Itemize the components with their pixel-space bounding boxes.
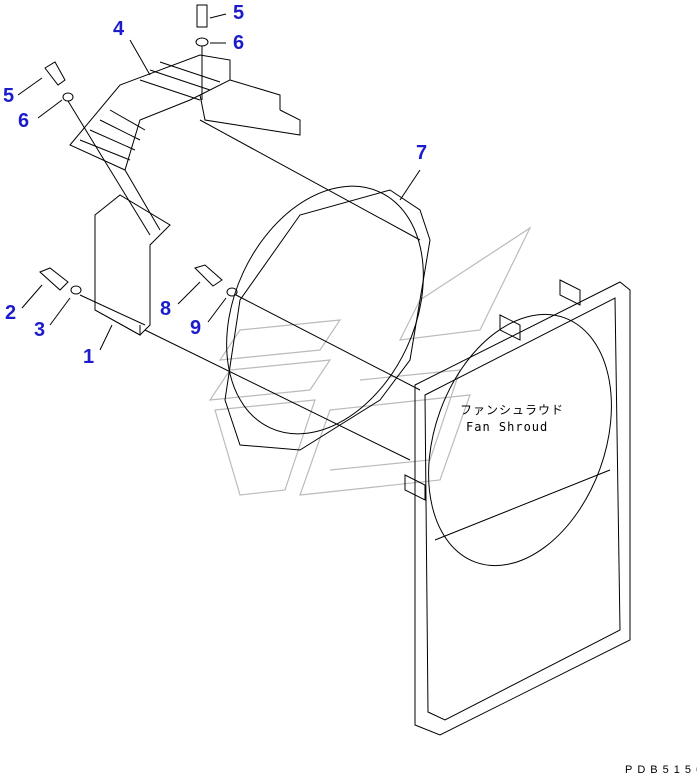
- drawing-code: PDB5156: [625, 764, 697, 776]
- bolts-washers: [39, 4, 421, 391]
- callout-2: 2: [5, 302, 17, 324]
- callout-3: 3: [34, 319, 46, 341]
- part-4-cover: [69, 54, 421, 241]
- callout-9: 9: [190, 317, 202, 339]
- part-7-ring: [224, 185, 431, 451]
- callout-7: 7: [416, 142, 428, 164]
- part-note-english: Fan Shroud: [466, 420, 549, 434]
- callout-4: 4: [113, 18, 125, 40]
- part-note-japanese: ファンシュラウド: [460, 403, 565, 417]
- callout-5-left: 5: [3, 85, 15, 107]
- callout-1: 1: [83, 346, 95, 368]
- callout-6-top: 6: [233, 32, 245, 54]
- leader-lines: [17, 13, 421, 351]
- callout-8: 8: [160, 298, 172, 320]
- part-1-bracket: [79, 194, 411, 461]
- callout-5-top: 5: [233, 2, 245, 24]
- watermark-logo: [208, 226, 532, 496]
- fan-shroud: [404, 279, 631, 736]
- callout-6-left: 6: [18, 110, 30, 132]
